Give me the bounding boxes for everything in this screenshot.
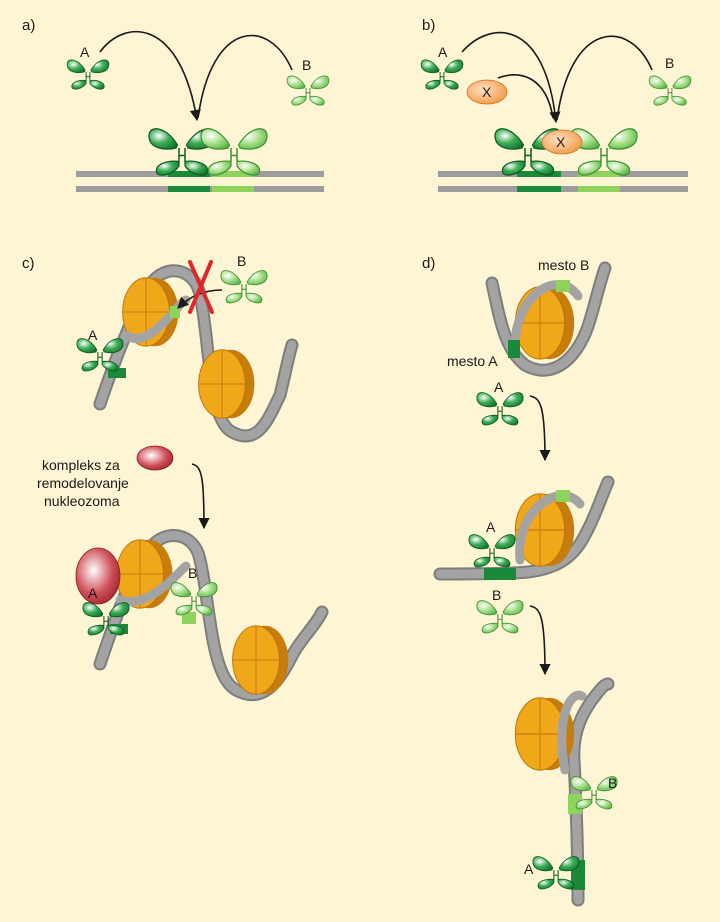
site-b-marker [182, 612, 196, 624]
binding-arrow [197, 34, 293, 119]
binding-arrow [461, 32, 561, 124]
protein-b-label: B [492, 587, 501, 603]
transcription-factor-icon [420, 59, 464, 90]
panel-d-label: d) [422, 255, 435, 272]
site-a-marker [108, 368, 126, 378]
panel-b: b) X A B X [420, 17, 692, 192]
transcription-factor-icon [570, 128, 638, 176]
protein-a-label: A [88, 585, 98, 601]
svg-text:X: X [482, 84, 492, 100]
panel-c-label: c) [22, 255, 35, 272]
process-arrow [529, 395, 551, 462]
site-a-marker [484, 568, 516, 580]
protein-b-label: B [665, 55, 674, 71]
panel-b-label: b) [422, 17, 435, 34]
process-arrow [191, 463, 210, 530]
nucleosome-icon [198, 349, 255, 419]
transcription-factor-icon [220, 270, 268, 304]
site-b-marker [556, 280, 570, 292]
cofactor-x-free: X [466, 79, 508, 105]
transcription-factor-icon [476, 600, 524, 634]
remodeler-label: kompleks za [42, 457, 120, 473]
protein-a-label: A [88, 327, 98, 343]
svg-text:remodelovanje: remodelovanje [37, 475, 129, 491]
transcription-factor-icon [66, 59, 110, 90]
site-a-label: mesto A [447, 353, 498, 369]
svg-text:nukleozoma: nukleozoma [44, 493, 120, 509]
protein-b-label: B [608, 775, 617, 791]
svg-text:X: X [556, 134, 566, 150]
transcription-factor-icon [476, 392, 524, 426]
site-b-marker [556, 490, 570, 502]
transcription-factor-icon [286, 75, 330, 106]
protein-a-label: A [524, 861, 534, 877]
site-b-label: mesto B [538, 257, 589, 273]
dna-strand [438, 171, 688, 192]
binding-arrow [556, 35, 653, 121]
protein-b-label: B [237, 253, 246, 269]
panel-d: d) mesto B mesto A A A B B A [422, 255, 618, 907]
protein-b-label: B [302, 57, 311, 73]
panel-c: c) A B kompleks za remodelovanje nukleoz… [22, 253, 329, 702]
transcription-factor-icon [468, 534, 516, 568]
site-b-marker [212, 171, 254, 177]
process-arrow [529, 605, 551, 676]
remodeling-complex-icon [75, 547, 121, 605]
nucleosome-icon [232, 625, 289, 695]
protein-a-label: A [486, 519, 496, 535]
binding-arrow [99, 31, 201, 122]
protein-a-label: A [80, 44, 90, 60]
blocked-cross-icon [188, 260, 214, 314]
remodeling-complex-icon [136, 445, 174, 471]
panel-a: a) A B [22, 17, 330, 192]
site-b-marker [170, 306, 180, 318]
site-a-marker [508, 340, 520, 358]
transcription-factor-icon [648, 75, 692, 106]
nucleosome-icon [514, 286, 575, 360]
panel-a-label: a) [22, 17, 35, 34]
protein-b-label: B [188, 565, 197, 581]
binding-arrow [497, 74, 554, 119]
site-a-marker [168, 171, 210, 177]
cofactor-x-bound: X [541, 129, 583, 155]
protein-a-label: A [494, 379, 504, 395]
transcription-factor-icon [200, 128, 268, 176]
protein-a-label: A [438, 44, 448, 60]
